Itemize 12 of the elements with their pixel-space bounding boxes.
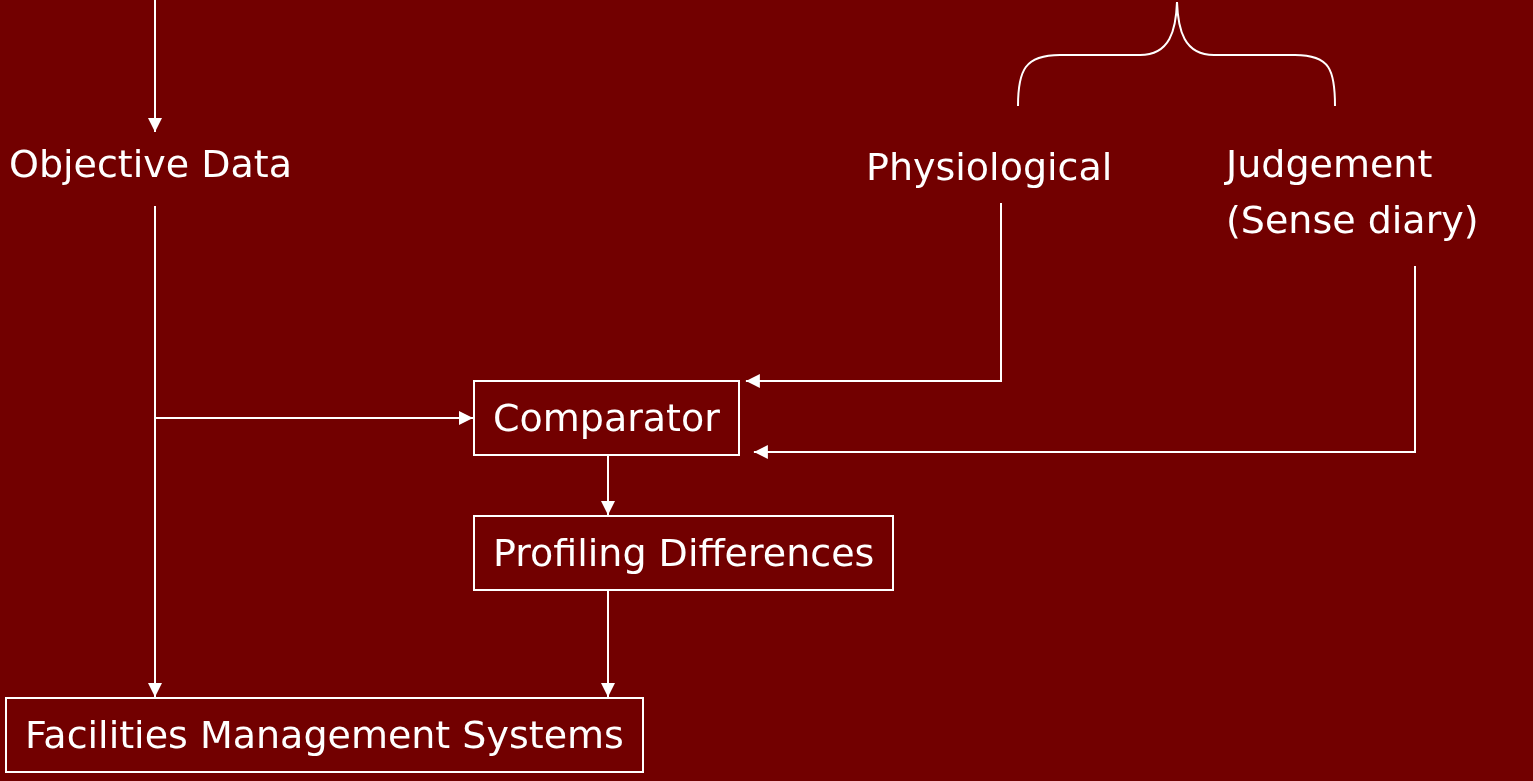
process-box: Comparator [473, 380, 740, 456]
node-label: Objective Data [9, 142, 292, 186]
node-label: Physiological [866, 145, 1113, 189]
arrow [601, 455, 615, 516]
arrow [752, 265, 1416, 459]
arrow [148, 0, 162, 133]
process-box: Facilities Management Systems [5, 697, 644, 773]
process-box: Profiling Differences [473, 515, 895, 591]
arrow [154, 205, 474, 425]
arrow [601, 590, 615, 698]
arrow [744, 202, 1002, 388]
node-label: Judgement (Sense diary) [1226, 141, 1480, 244]
